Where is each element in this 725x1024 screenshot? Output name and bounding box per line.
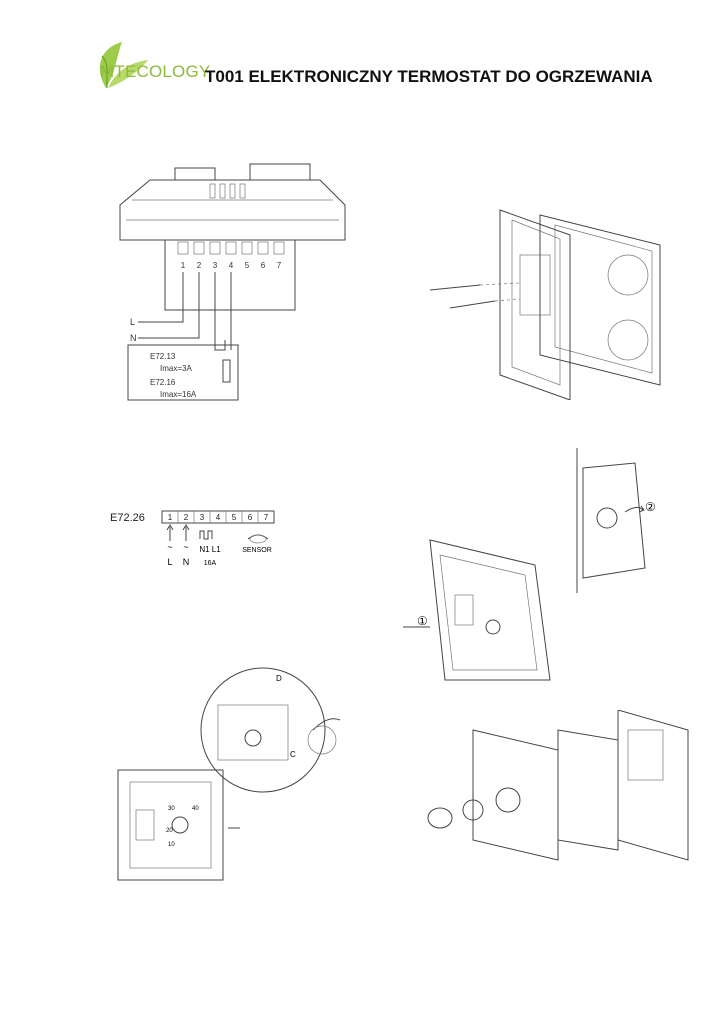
l-label: L [167, 557, 172, 567]
model-e7213: E72.13 [150, 352, 176, 361]
model-e7226: E72.26 [110, 512, 145, 524]
terminal-number: 7 [264, 513, 269, 522]
terminal-label: 4 [229, 261, 234, 270]
n1-l1-label: N1 L1 [199, 545, 221, 554]
wave-symbol: ~ [183, 542, 188, 552]
sensor-label: SENSOR [242, 547, 272, 554]
imax-16a: Imax=16A [160, 390, 197, 399]
terminal-label: 3 [213, 261, 218, 270]
terminal-label: 2 [197, 261, 202, 270]
page-title: T001 ELEKTRONICZNY TERMOSTAT DO OGRZEWAN… [205, 67, 653, 86]
dial-30: 30 [168, 806, 175, 812]
wave-symbol: ~ [167, 542, 172, 552]
dial-10: 10 [168, 842, 175, 848]
16a-label: 16A [204, 560, 217, 567]
logo-text: MTECOLOGY [100, 62, 210, 82]
label-d: D [276, 674, 282, 683]
n-label: N [183, 557, 190, 567]
terminal-number: 2 [184, 513, 189, 522]
step-2-detail-illustration: ② [576, 448, 656, 593]
wiring-diagram: 1 2 3 4 5 6 7 L N E72.13 Imax=3A E72.16 … [119, 163, 346, 401]
step-1-illustration: ① [403, 539, 551, 681]
terminal-label: 7 [277, 261, 282, 270]
step-1-marker: ① [417, 614, 428, 628]
dial-40: 40 [192, 806, 199, 812]
logo-leaf-icon [99, 42, 148, 89]
terminal-number: 3 [200, 513, 205, 522]
terminal-number: 4 [216, 513, 221, 522]
junction-box-illustration [429, 209, 661, 400]
neutral-label: N [130, 333, 137, 343]
terminal-label: 6 [261, 261, 266, 270]
terminal-number: 5 [232, 513, 237, 522]
terminal-label: 5 [245, 261, 250, 270]
dial-adjustment-illustration: D C 30 20 10 40 [117, 667, 341, 881]
label-c: C [290, 750, 296, 759]
model-e7216: E72.16 [150, 378, 176, 387]
imax-3a: Imax=3A [160, 364, 192, 373]
terminal-diagram: E72.26 1 2 3 4 5 6 7 ~ ~ N1 L1 SENSOR L … [110, 510, 275, 567]
step-2-marker: ② [645, 500, 656, 514]
terminal-label: 1 [181, 261, 186, 270]
terminal-number: 1 [168, 513, 173, 522]
terminal-number: 6 [248, 513, 253, 522]
dial-20: 20 [166, 828, 173, 834]
line-label: L [130, 317, 135, 327]
exploded-assembly-illustration [427, 710, 689, 861]
logo-wordmark: MTECOLOGY [100, 62, 211, 81]
